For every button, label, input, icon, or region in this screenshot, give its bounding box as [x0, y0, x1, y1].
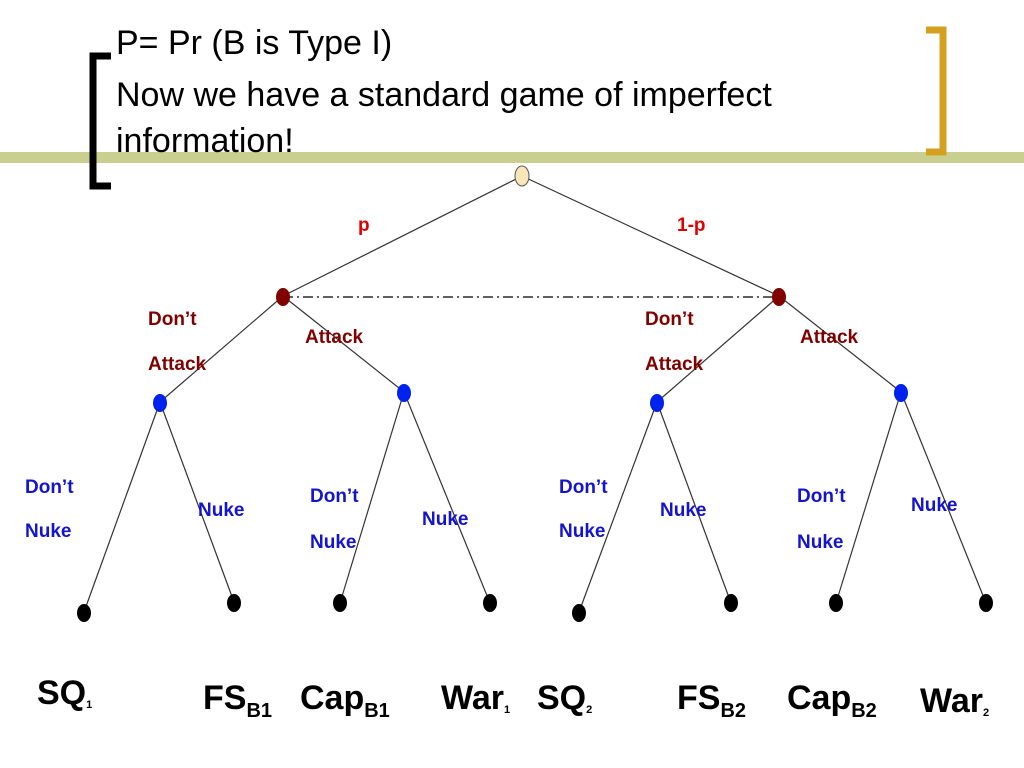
- terminal-node-fsb1: [227, 594, 241, 612]
- a4-dont-nuke-line1: Don’t: [797, 486, 846, 507]
- outcome-sq1: SQ1: [37, 674, 93, 712]
- outcome-sq2-main: SQ: [537, 679, 587, 717]
- branch-b2-dont-attack: [656, 295, 780, 403]
- a-node-1: [153, 394, 167, 412]
- branch-a1-dont-nuke: [83, 401, 161, 613]
- terminal-node-war1: [483, 594, 497, 612]
- branch-b1-attack: [282, 295, 405, 393]
- b1-dont-attack-line1: Don’t: [148, 309, 197, 330]
- branch-chance-right: [521, 175, 780, 297]
- accent-bar: [0, 152, 1024, 163]
- branch-a3-dont-nuke: [578, 401, 658, 613]
- a3-nuke-label: Nuke: [660, 500, 707, 521]
- b1-attack-label: Attack: [305, 327, 364, 348]
- title-line-1: P= Pr (B is Type I): [116, 24, 393, 62]
- terminal-node-war2: [979, 594, 993, 612]
- b1-dont-attack-line2: Attack: [148, 354, 207, 375]
- b-node-type1: [276, 288, 290, 306]
- outcome-fsb1-main: FS: [203, 679, 247, 717]
- a3-dont-nuke-line1: Don’t: [559, 477, 608, 498]
- b2-attack-label: Attack: [800, 327, 859, 348]
- outcome-war2: War2: [920, 682, 990, 720]
- a-node-3: [650, 394, 664, 412]
- b-node-type2: [772, 288, 786, 306]
- prob-right-label: 1-p: [677, 215, 706, 236]
- outcome-capb1-sub: B1: [364, 700, 390, 722]
- outcome-sq2: SQ2: [537, 679, 593, 717]
- outcome-war1-main: War: [441, 679, 504, 717]
- branch-a1-nuke: [159, 401, 235, 603]
- branch-a3-nuke: [656, 401, 732, 604]
- branch-a4-nuke: [900, 391, 987, 604]
- terminal-node-sq1: [77, 604, 91, 622]
- outcome-fsb2-sub: B2: [720, 700, 747, 722]
- outcome-capb1: CapB1: [300, 679, 390, 721]
- outcome-sq1-main: SQ: [37, 674, 87, 712]
- branch-a2-nuke: [403, 391, 491, 604]
- outcome-capb1-main: Cap: [300, 679, 365, 717]
- outcome-war1-sub: 1: [503, 704, 511, 716]
- branch-a2-dont-nuke: [339, 391, 405, 604]
- outcome-war1: War1: [441, 679, 511, 717]
- a1-dont-nuke-line2: Nuke: [25, 521, 72, 542]
- a-node-2: [397, 384, 411, 402]
- branch-b2-attack: [778, 295, 902, 393]
- title-line-2: Now we have a standard game of imperfect: [116, 76, 772, 114]
- a2-nuke-label: Nuke: [422, 509, 469, 530]
- terminal-node-fsb2: [724, 594, 738, 612]
- outcome-fsb1-sub: B1: [246, 700, 273, 722]
- right-bracket: [926, 26, 947, 156]
- terminal-node-sq2: [572, 604, 586, 622]
- terminal-node-capb2: [829, 594, 843, 612]
- branch-a4-dont-nuke: [835, 391, 902, 604]
- chance-node: [514, 165, 530, 187]
- a2-dont-nuke-line1: Don’t: [310, 486, 359, 507]
- outcome-war2-sub: 2: [982, 707, 990, 719]
- a1-dont-nuke-line1: Don’t: [25, 477, 74, 498]
- a2-dont-nuke-line2: Nuke: [310, 532, 357, 553]
- branch-b1-dont-attack: [159, 295, 284, 403]
- outcome-fsb2-main: FS: [677, 679, 721, 717]
- prob-left-label: p: [358, 215, 370, 236]
- terminal-node-capb1: [333, 594, 347, 612]
- outcome-capb2-sub: B2: [851, 700, 877, 722]
- b2-dont-attack-line1: Don’t: [645, 309, 694, 330]
- branch-chance-left: [282, 175, 523, 297]
- outcome-sq2-sub: 2: [586, 704, 593, 716]
- outcome-fsb2: FSB2: [677, 679, 746, 721]
- left-bracket: [89, 52, 111, 190]
- a-node-4: [894, 384, 908, 402]
- title-line-3: information!: [116, 122, 294, 160]
- a4-dont-nuke-line2: Nuke: [797, 532, 844, 553]
- a1-nuke-label: Nuke: [198, 500, 245, 521]
- outcome-capb2: CapB2: [787, 679, 877, 721]
- outcome-capb2-main: Cap: [787, 679, 852, 717]
- a3-dont-nuke-line2: Nuke: [559, 521, 606, 542]
- b2-dont-attack-line2: Attack: [645, 354, 704, 375]
- outcome-fsb1: FSB1: [203, 679, 272, 721]
- outcome-war2-main: War: [920, 682, 983, 720]
- outcome-sq1-sub: 1: [86, 699, 93, 711]
- a4-nuke-label: Nuke: [911, 495, 958, 516]
